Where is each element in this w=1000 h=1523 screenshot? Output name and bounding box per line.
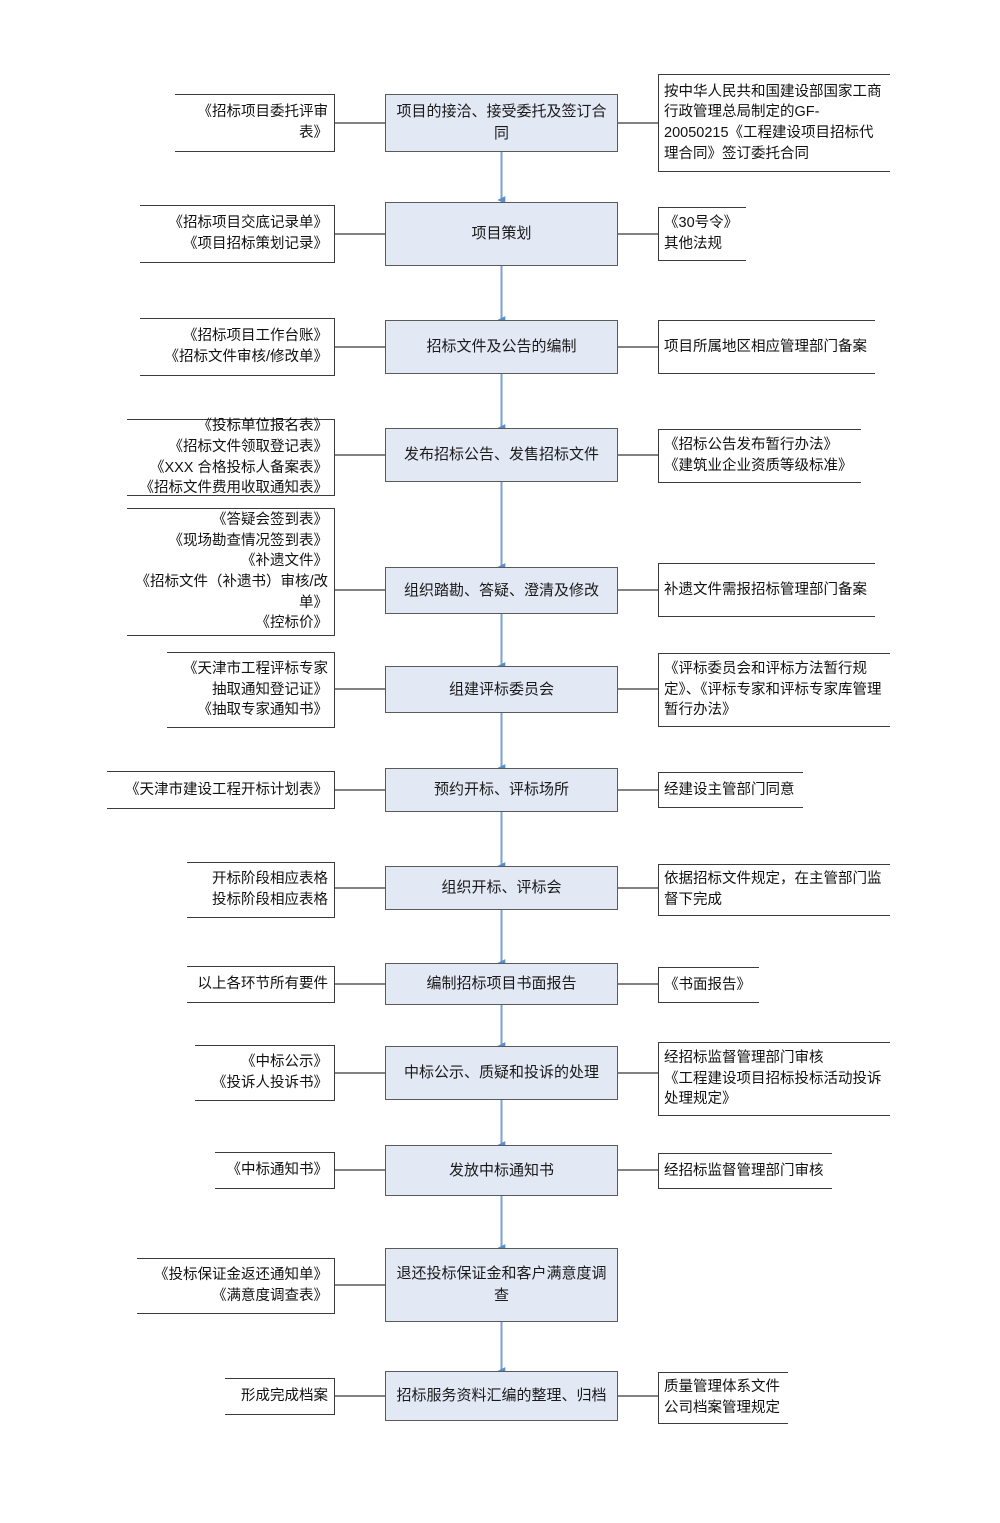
note-label-7: 经建设主管部门同意 [658, 772, 803, 808]
doc-label-8: 开标阶段相应表格 投标阶段相应表格 [187, 862, 335, 918]
doc-label-13: 形成完成档案 [225, 1378, 335, 1415]
process-box-4[interactable]: 发布招标公告、发售招标文件 [385, 428, 618, 482]
note-label-10: 经招标监督管理部门审核 《工程建设项目招标投标活动投诉处理规定》 [658, 1042, 890, 1116]
note-label-6: 《评标委员会和评标方法暂行规定》、《评标专家和评标专家库管理暂行办法》 [658, 653, 890, 727]
process-box-5[interactable]: 组织踏勘、答疑、澄清及修改 [385, 567, 618, 614]
process-box-6[interactable]: 组建评标委员会 [385, 666, 618, 713]
process-box-1[interactable]: 项目的接洽、接受委托及签订合同 [385, 94, 618, 152]
note-label-9: 《书面报告》 [658, 967, 759, 1003]
doc-label-11: 《中标通知书》 [215, 1152, 335, 1189]
note-label-11: 经招标监督管理部门审核 [658, 1153, 832, 1189]
process-box-9[interactable]: 编制招标项目书面报告 [385, 963, 618, 1005]
side-connectors [335, 122, 658, 1397]
process-box-7[interactable]: 预约开标、评标场所 [385, 768, 618, 812]
doc-label-9: 以上各环节所有要件 [187, 966, 335, 1003]
process-box-8[interactable]: 组织开标、评标会 [385, 866, 618, 910]
doc-label-4: 《投标单位报名表》 《招标文件领取登记表》 《XXX 合格投标人备案表》 《招标… [127, 418, 335, 496]
doc-label-6: 《天津市工程评标专家抽取通知登记证》 《抽取专家通知书》 [167, 652, 335, 728]
doc-label-12: 《投标保证金返还通知单》 《满意度调查表》 [137, 1258, 335, 1314]
note-label-8: 依据招标文件规定，在主管部门监督下完成 [658, 864, 890, 916]
process-box-12[interactable]: 退还投标保证金和客户满意度调查 [385, 1248, 618, 1322]
doc-label-10: 《中标公示》 《投诉人投诉书》 [195, 1045, 335, 1101]
note-label-5: 补遗文件需报招标管理部门备案 [658, 563, 875, 617]
process-box-2[interactable]: 项目策划 [385, 202, 618, 266]
note-label-3: 项目所属地区相应管理部门备案 [658, 320, 875, 374]
doc-label-1: 《招标项目委托评审表》 [175, 94, 335, 152]
doc-label-3: 《招标项目工作台账》 《招标文件审核/修改单》 [140, 318, 335, 376]
note-label-2: 《30号令》 其他法规 [658, 207, 747, 261]
note-label-4: 《招标公告发布暂行办法》 《建筑业企业资质等级标准》 [658, 429, 861, 483]
process-box-10[interactable]: 中标公示、质疑和投诉的处理 [385, 1046, 618, 1100]
process-box-3[interactable]: 招标文件及公告的编制 [385, 320, 618, 374]
process-box-11[interactable]: 发放中标通知书 [385, 1145, 618, 1196]
process-box-13[interactable]: 招标服务资料汇编的整理、归档 [385, 1371, 618, 1421]
doc-label-2: 《招标项目交底记录单》 《项目招标策划记录》 [140, 205, 335, 263]
note-label-1: 按中华人民共和国建设部国家工商行政管理总局制定的GF-20050215《工程建设… [658, 74, 890, 172]
doc-label-5: 《答疑会签到表》 《现场勘查情况签到表》 《补遗文件》 《招标文件（补遗书）审核… [127, 508, 335, 636]
note-label-13: 质量管理体系文件 公司档案管理规定 [658, 1372, 788, 1424]
doc-label-7: 《天津市建设工程开标计划表》 [107, 771, 335, 809]
